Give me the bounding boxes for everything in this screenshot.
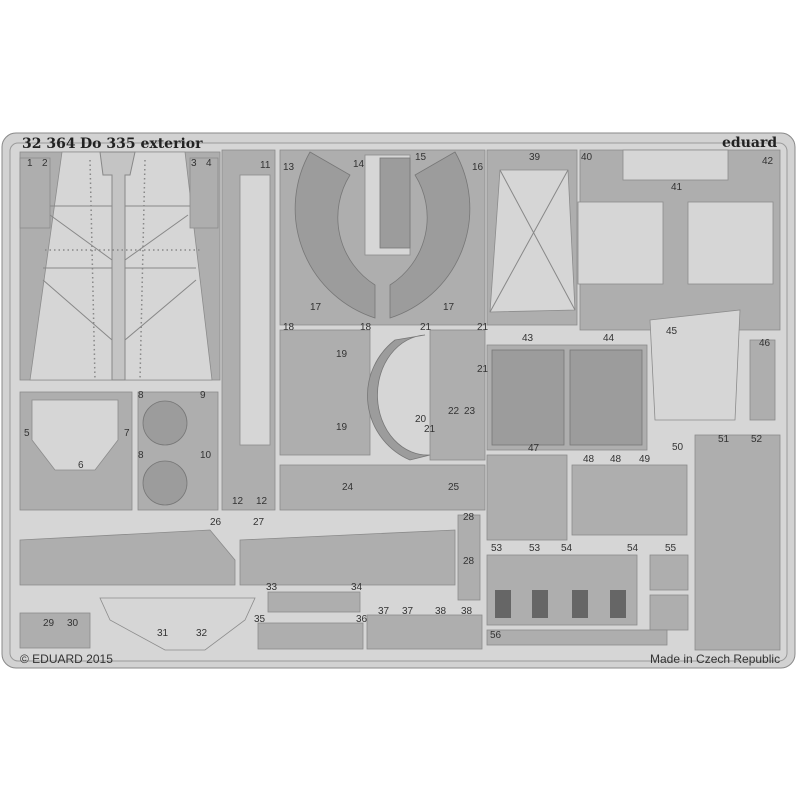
part-number-label: 51 xyxy=(718,434,730,445)
part-number-label: 53 xyxy=(491,543,503,554)
part-29-30 xyxy=(19,612,91,649)
part-number-label: 7 xyxy=(124,428,130,439)
part-number-label: 8 xyxy=(138,450,144,461)
part-number-label: 42 xyxy=(762,156,774,167)
part-number-label: 38 xyxy=(461,606,473,617)
side-strip-parts xyxy=(19,157,219,229)
part-number-label: 41 xyxy=(671,182,683,193)
part-number-label: 39 xyxy=(529,152,541,163)
part-number-label: 21 xyxy=(477,364,489,375)
part-51-52 xyxy=(694,434,781,651)
part-number-label: 37 xyxy=(378,606,390,617)
part-number-label: 31 xyxy=(157,628,169,639)
part-35-36 xyxy=(257,622,364,650)
origin-text: Made in Czech Republic xyxy=(650,652,780,666)
part-group-24-25 xyxy=(279,464,486,511)
part-number-label: 12 xyxy=(256,496,268,507)
part-number-label: 47 xyxy=(528,443,540,454)
part-number-label: 32 xyxy=(196,628,208,639)
part-number-label: 4 xyxy=(206,158,212,169)
part-45 xyxy=(649,309,741,421)
part-47 xyxy=(486,454,568,541)
part-number-label: 20 xyxy=(415,414,427,425)
part-number-label: 28 xyxy=(463,512,475,523)
copyright-text: © EDUARD 2015 xyxy=(20,652,113,666)
part-number-label: 12 xyxy=(232,496,244,507)
part-number-label: 35 xyxy=(254,614,266,625)
part-number-label: 17 xyxy=(443,302,455,313)
part-number-label: 27 xyxy=(253,517,265,528)
part-number-label: 50 xyxy=(672,442,684,453)
part-number-label: 19 xyxy=(336,349,348,360)
part-number-label: 55 xyxy=(665,543,677,554)
part-number-label: 49 xyxy=(639,454,651,465)
tail-panel-part xyxy=(19,151,221,381)
part-number-label: 23 xyxy=(464,406,476,417)
part-56 xyxy=(486,629,668,646)
part-number-label: 29 xyxy=(43,618,55,629)
part-number-label: 40 xyxy=(581,152,593,163)
part-number-label: 15 xyxy=(415,152,427,163)
part-number-label: 11 xyxy=(260,160,271,171)
part-number-label: 24 xyxy=(342,482,354,493)
part-number-label: 34 xyxy=(351,582,363,593)
part-number-label: 9 xyxy=(200,390,206,401)
part-number-label: 18 xyxy=(360,322,372,333)
part-46 xyxy=(749,339,776,421)
part-37-38 xyxy=(366,614,483,650)
part-number-label: 30 xyxy=(67,618,79,629)
part-number-label: 5 xyxy=(24,428,30,439)
part-number-label: 17 xyxy=(310,302,322,313)
part-number-label: 10 xyxy=(200,450,212,461)
part-number-label: 22 xyxy=(448,406,460,417)
part-number-label: 1 xyxy=(27,158,33,169)
part-group-18-19 xyxy=(279,329,371,456)
part-28 xyxy=(457,514,481,601)
part-number-label: 37 xyxy=(402,606,414,617)
part-number-label: 56 xyxy=(490,630,502,641)
part-number-label: 26 xyxy=(210,517,222,528)
intake-ring-parts xyxy=(279,149,486,326)
part-number-label: 36 xyxy=(356,614,368,625)
part-number-label: 18 xyxy=(283,322,295,333)
part-number-label: 53 xyxy=(529,543,541,554)
sheet-title: Do 335 exterior xyxy=(80,136,203,152)
part-number-label: 19 xyxy=(336,422,348,433)
part-number-label: 21 xyxy=(477,322,489,333)
part-number-label: 28 xyxy=(463,556,475,567)
part-number-label: 54 xyxy=(561,543,573,554)
part-number-label: 3 xyxy=(191,158,197,169)
part-number-label: 38 xyxy=(435,606,447,617)
part-group-21-23 xyxy=(429,329,486,461)
part-26 xyxy=(19,529,236,586)
part-number-label: 6 xyxy=(78,460,84,471)
part-number-label: 21 xyxy=(420,322,432,333)
part-number-label: 13 xyxy=(283,162,295,173)
part-48-50 xyxy=(571,464,688,536)
part-number-label: 25 xyxy=(448,482,460,493)
part-number-label: 2 xyxy=(42,158,48,169)
part-number-label: 52 xyxy=(751,434,763,445)
part-number-label: 45 xyxy=(666,326,678,337)
part-number-label: 16 xyxy=(472,162,484,173)
part-27 xyxy=(239,529,456,586)
part-number-label: 21 xyxy=(424,424,436,435)
part-number-label: 44 xyxy=(603,333,615,344)
part-number-label: 54 xyxy=(627,543,639,554)
part-33-34 xyxy=(267,591,361,613)
brand-logo: eduard xyxy=(722,135,777,151)
sheet-code: 32 364 xyxy=(22,136,76,152)
part-number-label: 46 xyxy=(759,338,771,349)
part-55 xyxy=(649,554,689,591)
part-number-label: 43 xyxy=(522,333,534,344)
part-number-label: 8 xyxy=(138,390,144,401)
part-number-label: 14 xyxy=(353,159,365,170)
part-number-label: 48 xyxy=(610,454,622,465)
part-number-label: 33 xyxy=(266,582,278,593)
part-31-32 xyxy=(99,597,256,651)
part-number-label: 48 xyxy=(583,454,595,465)
part-20 xyxy=(367,334,431,461)
